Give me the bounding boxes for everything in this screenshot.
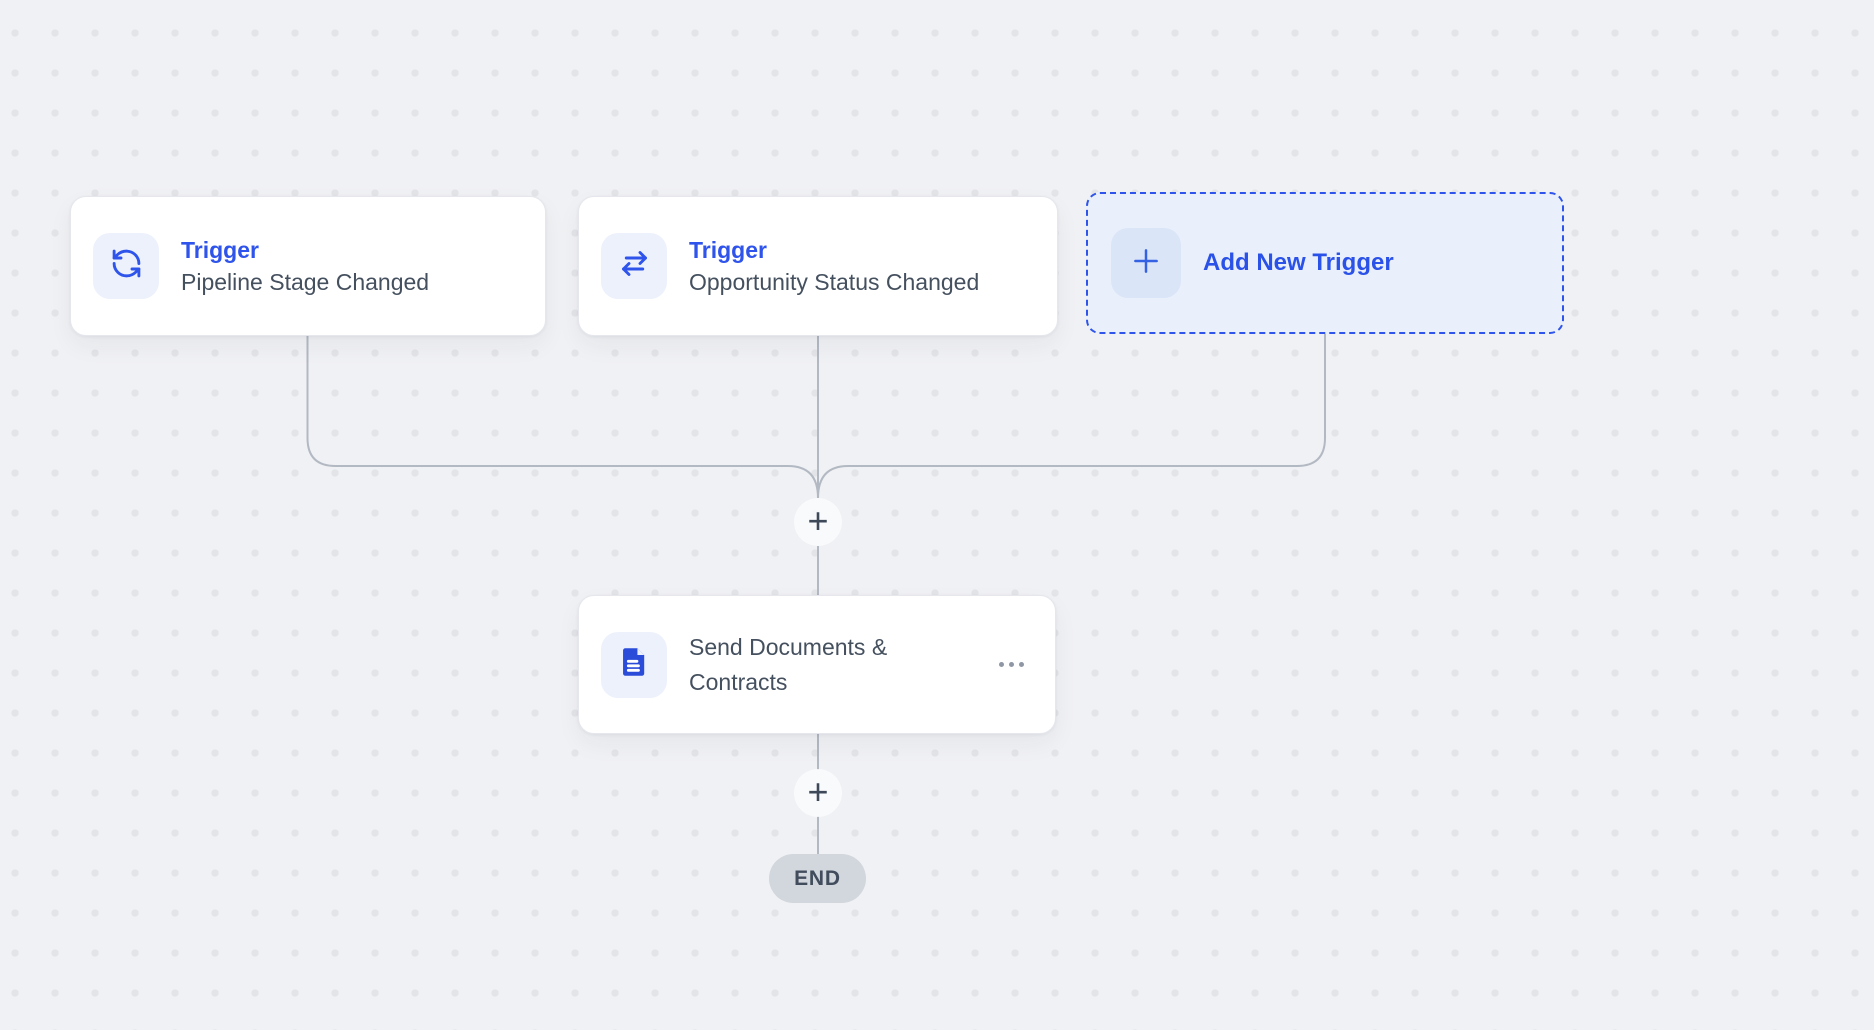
end-label: END — [794, 866, 841, 890]
trigger-badge: Trigger — [689, 236, 767, 263]
trigger-icon-chip — [93, 233, 159, 299]
plus-icon: + — [807, 770, 829, 812]
connector-add-trigger-merge — [817, 334, 1326, 499]
action-menu-button[interactable] — [989, 643, 1033, 687]
ellipsis-icon — [998, 662, 1004, 667]
add-step-button-1[interactable]: + — [794, 498, 842, 546]
trigger-node-opportunity-status-changed[interactable]: Trigger Opportunity Status Changed — [578, 196, 1058, 336]
document-icon — [616, 644, 652, 685]
plus-icon: + — [807, 499, 829, 541]
end-node: END — [769, 854, 866, 903]
trigger-node-pipeline-stage-changed[interactable]: Trigger Pipeline Stage Changed — [70, 196, 546, 336]
action-title: Send Documents & Contracts — [689, 633, 888, 695]
trigger-title: Pipeline Stage Changed — [181, 268, 430, 295]
sync-icon — [110, 247, 143, 285]
trigger-icon-chip — [601, 233, 667, 299]
add-trigger-icon-chip — [1111, 228, 1181, 298]
add-new-trigger-button[interactable]: Add New Trigger — [1086, 192, 1564, 334]
swap-arrows-icon — [618, 247, 651, 285]
action-icon-chip — [601, 631, 667, 698]
plus-icon — [1131, 246, 1161, 281]
add-new-trigger-label: Add New Trigger — [1203, 249, 1394, 276]
connector-trigger1-merge — [306, 336, 819, 499]
add-step-button-2[interactable]: + — [794, 769, 842, 817]
trigger-title: Opportunity Status Changed — [689, 268, 980, 295]
action-node-send-documents-contracts[interactable]: Send Documents & Contracts — [578, 595, 1056, 734]
trigger-badge: Trigger — [181, 236, 259, 263]
